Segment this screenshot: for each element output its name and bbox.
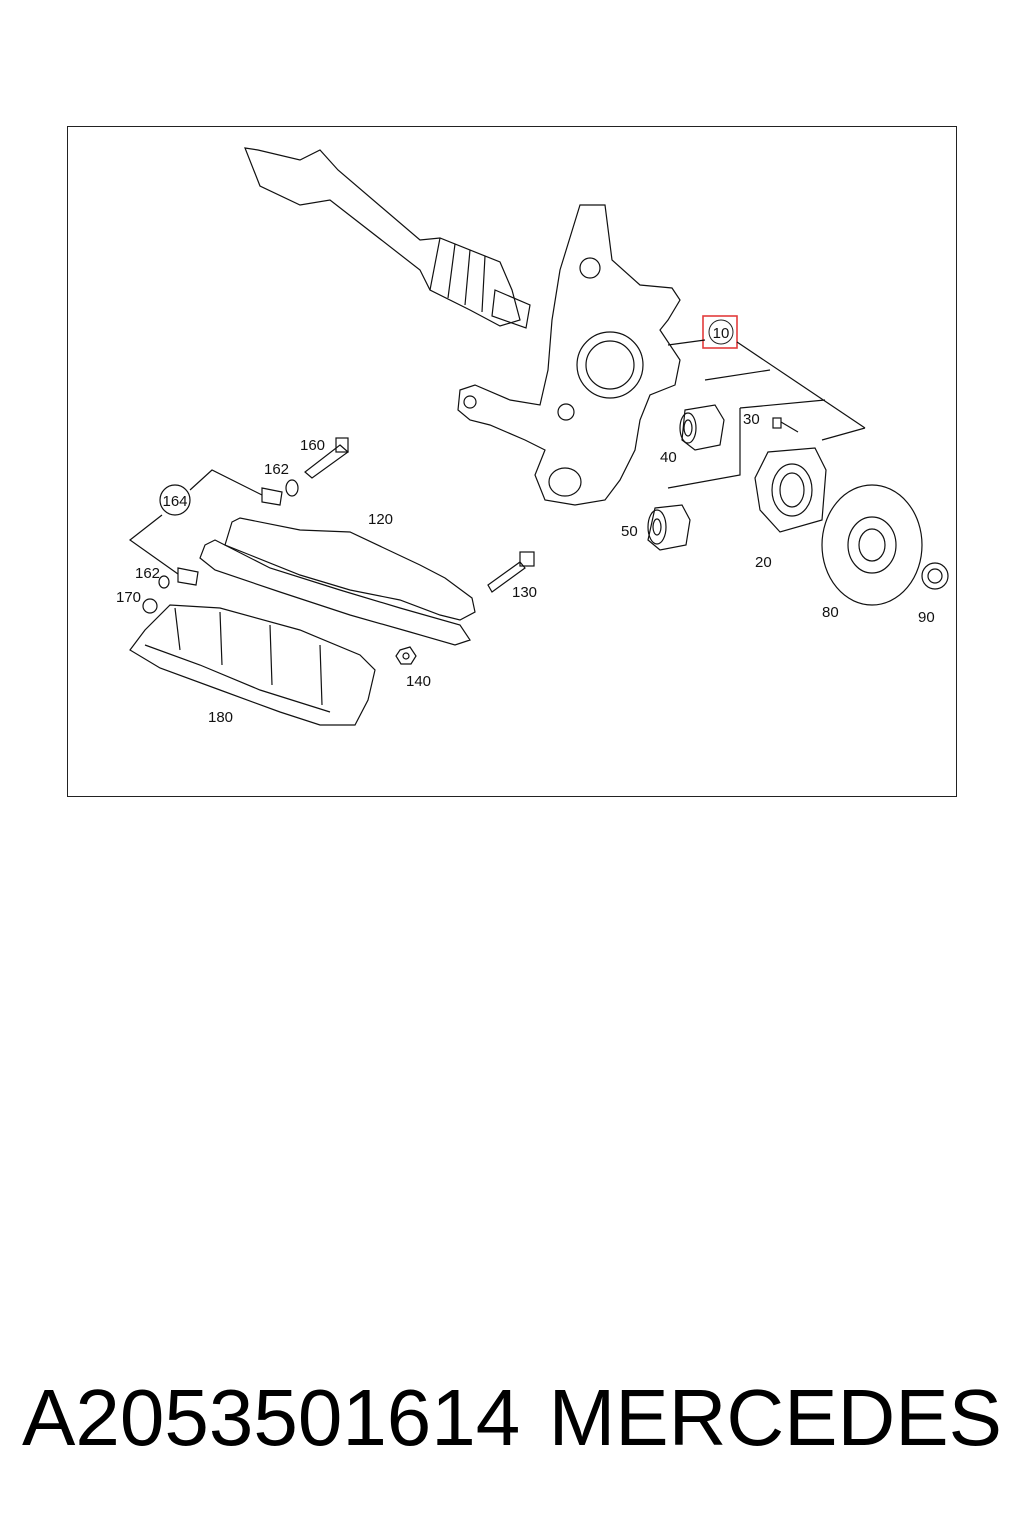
label-160: 160	[300, 437, 325, 454]
nut-170: 170	[116, 589, 158, 614]
bolt-130: 130	[487, 551, 537, 601]
label-90: 90	[918, 609, 935, 626]
label-80: 80	[822, 604, 839, 621]
cover-180: 180	[129, 604, 376, 726]
bushing-50: 50	[621, 504, 691, 551]
label-30: 30	[743, 411, 760, 428]
nut-140: 140	[395, 646, 431, 690]
label-40: 40	[660, 449, 677, 466]
label-20: 20	[755, 554, 772, 571]
washer-162-lower: 162	[135, 565, 170, 589]
caption: A2053501614 MERCEDES	[0, 1372, 1024, 1472]
label-164: 164	[162, 493, 187, 510]
bushing-40: 40	[660, 404, 725, 466]
callout-164[interactable]: 164	[128, 469, 283, 586]
bolt-30: 30	[743, 411, 799, 433]
washer-162-top: 162	[264, 461, 299, 497]
label-140: 140	[406, 673, 431, 690]
bolt-160: 160	[300, 437, 349, 479]
label-170: 170	[116, 589, 141, 606]
nut-90: 90	[918, 562, 949, 626]
label-162-top: 162	[264, 461, 289, 478]
exploded-parts-diagram: 10 40 50 30 20 80	[116, 147, 949, 726]
diagram-frame	[67, 126, 957, 797]
brand-name: MERCEDES	[548, 1373, 1002, 1462]
label-120: 120	[368, 511, 393, 528]
wheel-hub-20: 20	[754, 447, 827, 571]
label-50: 50	[621, 523, 638, 540]
brake-disc-80: 80	[821, 484, 923, 621]
drive-shaft	[244, 147, 531, 329]
callout-10[interactable]: 10	[667, 315, 866, 489]
steering-knuckle	[457, 204, 681, 506]
control-arm-120: 120	[199, 511, 476, 646]
part-number: A2053501614	[22, 1373, 521, 1462]
label-130: 130	[512, 584, 537, 601]
label-162-lower: 162	[135, 565, 160, 582]
label-180: 180	[208, 709, 233, 726]
label-10: 10	[713, 325, 730, 342]
